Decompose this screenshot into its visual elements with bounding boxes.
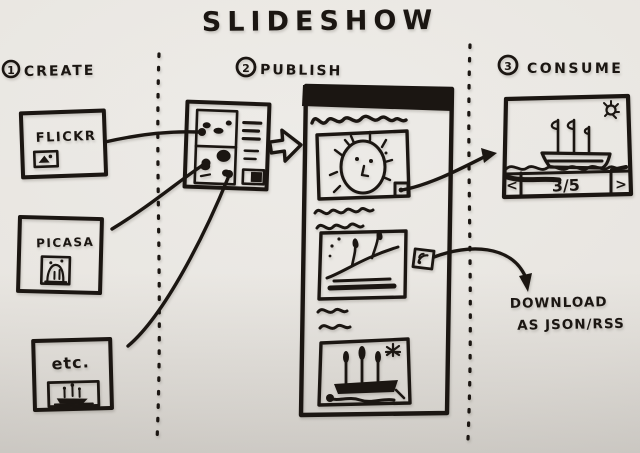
photo-thumbnail-icon [32,149,60,169]
step-3-circle-icon [497,54,519,76]
arrow-rss-to-download [432,247,532,292]
arrow-flickr-to-preview [103,128,206,144]
step-1-label: CREATE [24,63,96,80]
step-1-number: 1 [7,64,15,77]
picture-thumbnail-icon [39,255,72,286]
prev-button: < [506,178,518,194]
text-squiggle-4 [318,323,352,330]
post-image-landscape [317,229,408,301]
next-button: > [615,177,627,193]
boat-thumbnail-icon [46,379,101,409]
text-squiggle-1 [313,206,375,216]
flickr-label: FLICKR [35,129,96,146]
step-publish-header: 2 PUBLISH [235,56,343,79]
rss-feed-icon [411,247,436,271]
separator-create-publish [155,52,161,443]
picasa-label: PICASA [36,235,95,251]
pager-counter: 3/5 [551,176,580,196]
boat-on-water-photo [504,118,628,183]
step-2-label: PUBLISH [260,62,343,79]
page-title: SLIDESHOW [202,5,439,38]
text-squiggle-3 [316,307,349,314]
step-3-label: CONSUME [527,61,623,77]
post-image-sun [315,129,411,201]
block-arrow-right-icon [267,128,303,163]
source-box-flickr: FLICKR [18,108,109,180]
sun-icon [603,100,620,119]
etc-label: etc. [51,352,90,373]
post-image-boat [317,337,412,407]
step-1-circle-icon [1,59,21,79]
source-box-picasa: PICASA [16,214,104,296]
source-box-etc: etc. [31,337,114,413]
step-create-header: 1 CREATE [1,59,96,80]
text-squiggle-2 [315,222,365,231]
blog-page-preview-icon [182,99,272,192]
separator-publish-consume [466,43,472,441]
slideshow-viewer: < 3/5 > [501,93,634,200]
step-2-circle-icon [235,56,257,78]
star-icon [384,342,402,358]
blog-title-scribble [310,114,408,125]
step-3-number: 3 [504,60,512,73]
title-bar [302,85,454,111]
published-page-mock [298,83,455,418]
step-consume-header: 3 CONSUME [497,54,623,77]
arrow-etc-to-preview [126,170,233,348]
download-note-line1: DOWNLOAD [510,294,608,312]
viewer-pager-bar: < 3/5 > [502,169,632,197]
arrow-page-to-viewer [400,148,497,192]
download-note-line2: AS JSON/RSS [517,316,625,334]
download-note: DOWNLOAD AS JSON/RSS [510,294,625,334]
step-2-number: 2 [242,62,250,75]
